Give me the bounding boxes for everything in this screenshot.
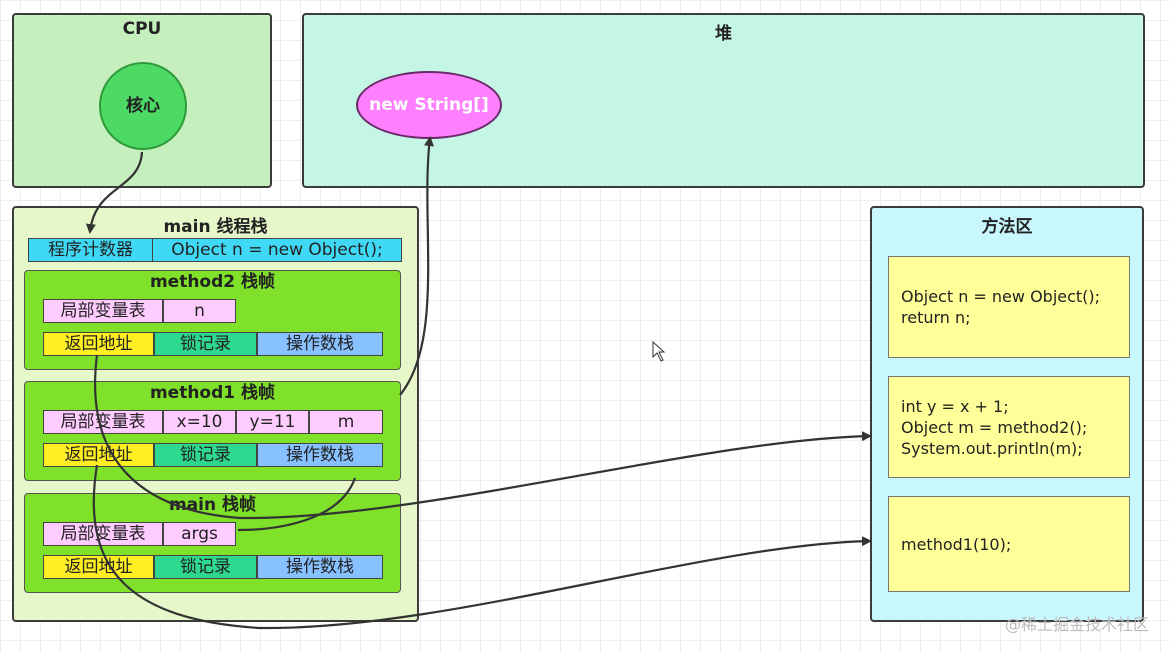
frame-title: method2 栈帧 <box>149 272 276 292</box>
program-counter-value: Object n = new Object(); <box>152 238 402 262</box>
cpu-region: CPU 核心 <box>12 13 272 188</box>
thread-stack-title: main 线程栈 <box>163 217 268 237</box>
operand-stack: 操作数栈 <box>257 443 383 467</box>
stack-frame-method2: method2 栈帧 局部变量表 n 返回地址 锁记录 操作数栈 <box>24 270 401 370</box>
local-var: x=10 <box>163 410 236 434</box>
program-counter-label: 程序计数器 <box>28 238 153 262</box>
return-address: 返回地址 <box>43 332 154 356</box>
cpu-title: CPU <box>122 19 162 39</box>
method-area-title: 方法区 <box>981 217 1033 237</box>
locals-label: 局部变量表 <box>43 299 163 323</box>
code-line: method1(10); <box>901 534 1012 554</box>
stack-frame-main: main 栈帧 局部变量表 args 返回地址 锁记录 操作数栈 <box>24 493 401 593</box>
frame-title: method1 栈帧 <box>149 383 276 403</box>
stack-frame-method1: method1 栈帧 局部变量表 x=10 y=11 m 返回地址 锁记录 操作… <box>24 381 401 481</box>
return-address: 返回地址 <box>43 555 154 579</box>
locals-label: 局部变量表 <box>43 410 163 434</box>
code-block-main: method1(10); <box>888 496 1130 592</box>
local-var: args <box>163 522 236 546</box>
operand-stack: 操作数栈 <box>257 555 383 579</box>
code-block-method2: Object n = new Object(); return n; <box>888 256 1130 358</box>
heap-region: 堆 new String[] <box>302 13 1145 188</box>
lock-record: 锁记录 <box>154 555 257 579</box>
local-var: n <box>163 299 236 323</box>
watermark: @稀土掘金技术社区 <box>1004 615 1149 634</box>
lock-record: 锁记录 <box>154 443 257 467</box>
code-line: return n; <box>901 308 971 327</box>
method-area: 方法区 Object n = new Object(); return n; i… <box>870 206 1144 622</box>
local-var: y=11 <box>236 410 309 434</box>
code-line: Object m = method2(); <box>901 417 1088 437</box>
code-line: System.out.println(m); <box>901 438 1083 458</box>
lock-record: 锁记录 <box>154 332 257 356</box>
heap-object: new String[] <box>356 71 502 139</box>
cpu-core: 核心 <box>99 62 187 150</box>
frame-title: main 栈帧 <box>168 495 257 515</box>
code-line: Object n = new Object(); <box>901 287 1101 306</box>
heap-title: 堆 <box>715 24 732 44</box>
code-line: int y = x + 1; <box>901 396 1009 416</box>
code-block-method1: int y = x + 1; Object m = method2(); Sys… <box>888 376 1130 478</box>
return-address: 返回地址 <box>43 443 154 467</box>
locals-label: 局部变量表 <box>43 522 163 546</box>
operand-stack: 操作数栈 <box>257 332 383 356</box>
local-var: m <box>309 410 383 434</box>
cursor-icon <box>652 340 666 362</box>
thread-stack: main 线程栈 程序计数器 Object n = new Object(); … <box>12 206 419 622</box>
